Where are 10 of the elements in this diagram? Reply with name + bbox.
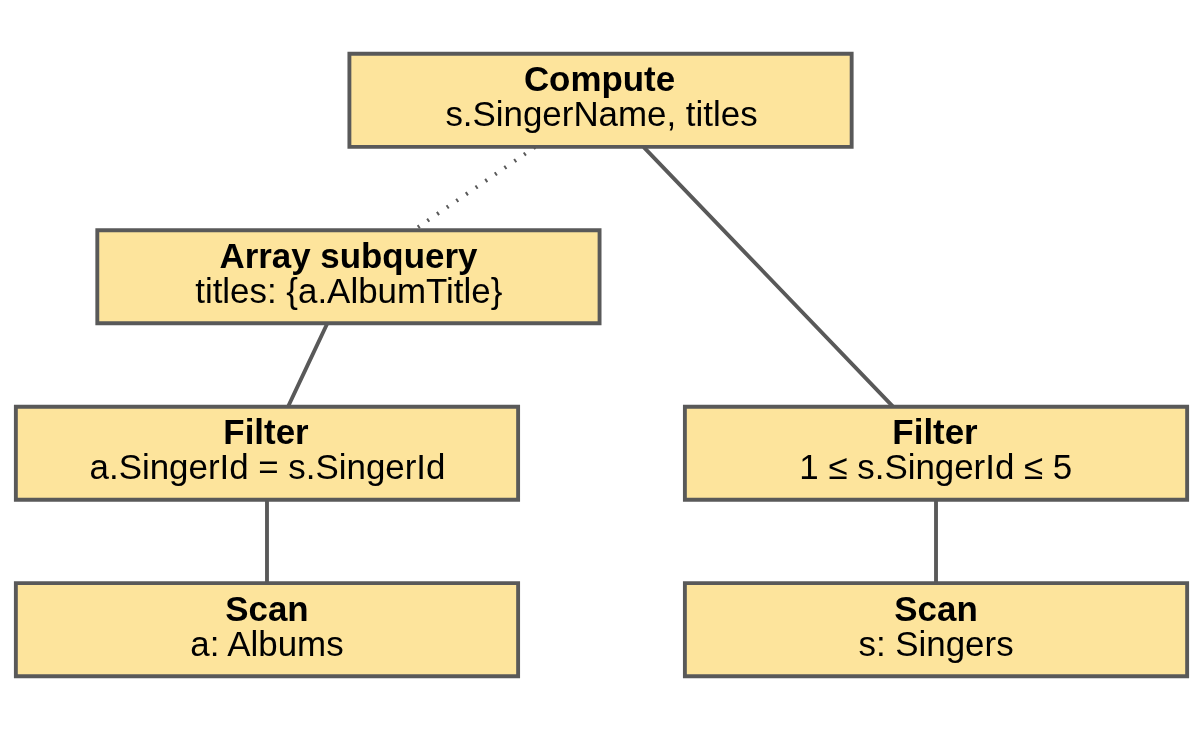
connector [642,145,895,408]
node-box: Scan a: Albums [13,581,521,679]
connector [265,500,269,583]
connector [286,323,329,408]
node-box: Compute s.SingerName, titles [347,51,854,149]
node-box: Filter a.SingerId = s.SingerId [13,404,521,502]
node-box: Filter 1 ≤ s.SingerId ≤ 5 [682,404,1190,502]
node-box: Scan s: Singers [682,581,1190,679]
node-box: Array subquery titles: {a.AlbumTitle} [95,228,602,326]
connector [934,500,938,583]
